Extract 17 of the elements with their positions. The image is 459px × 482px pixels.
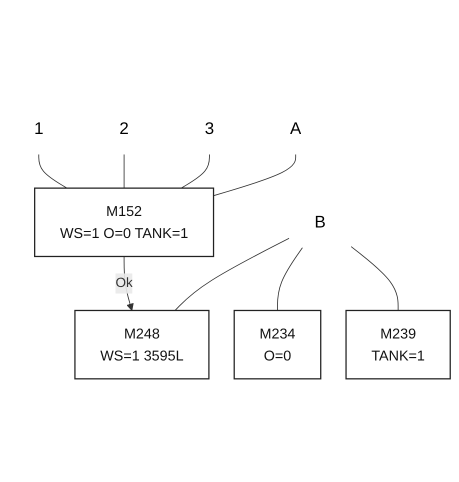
node-box: M239 TANK=1 [345,310,451,380]
node-text: 1 [34,119,44,138]
connector [124,154,125,188]
connector [213,154,296,196]
connector [350,246,399,311]
node-box: M234 O=0 [234,310,322,380]
node-text: 2 [119,119,129,138]
connector [277,246,303,311]
connector [38,154,68,188]
node-text: B [314,212,326,232]
connector [174,238,290,311]
node-text: A [290,119,302,138]
node-box: M248 WS=1 3595L [74,310,210,380]
connector [180,154,210,188]
node-box: M152 WS=1 O=0 TANK=1 [34,187,214,257]
node-text: 3 [204,119,214,138]
edge-label: Ok [115,276,133,290]
